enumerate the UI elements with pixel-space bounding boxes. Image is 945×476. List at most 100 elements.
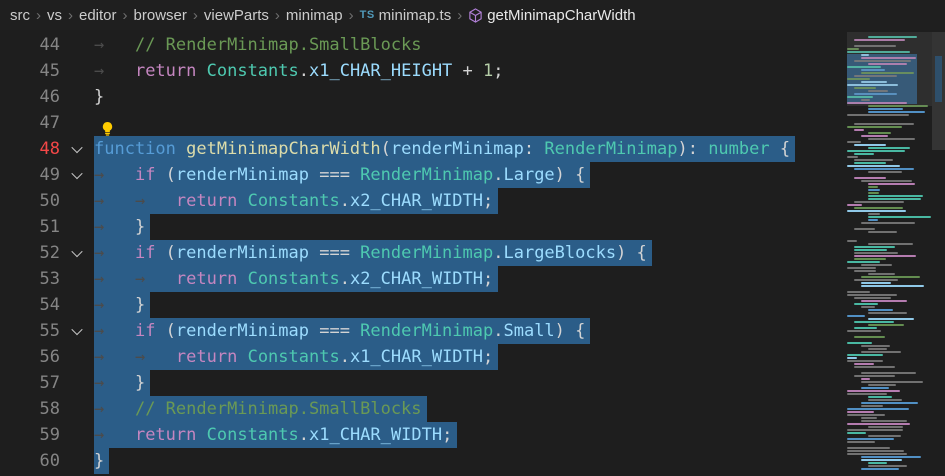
code-line-56[interactable]: 56 → → return Constants.x1_CHAR_WIDTH; xyxy=(0,344,847,370)
fold-chevron[interactable] xyxy=(60,162,94,188)
fold-spacer xyxy=(60,214,94,240)
code-text[interactable]: → if (renderMinimap === RenderMinimap.La… xyxy=(94,162,847,188)
code-line-55[interactable]: 55 → if (renderMinimap === RenderMinimap.… xyxy=(0,318,847,344)
code-token: . xyxy=(298,61,309,81)
code-text[interactable]: → } xyxy=(94,370,847,396)
code-token: . xyxy=(339,347,350,367)
minimap-line xyxy=(861,456,921,458)
code-text[interactable]: → → return Constants.x2_CHAR_WIDTH; xyxy=(94,266,847,292)
code-token: RenderMinimap xyxy=(360,321,494,341)
minimap-line xyxy=(861,276,920,278)
minimap-line xyxy=(847,438,895,440)
fold-chevron[interactable] xyxy=(60,240,94,266)
minimap-line xyxy=(847,150,905,152)
line-number[interactable]: 58 xyxy=(39,399,60,419)
code-line-46[interactable]: 46} xyxy=(0,84,847,110)
code-token: . xyxy=(339,191,350,211)
line-number[interactable]: 55 xyxy=(39,321,60,341)
minimap-line xyxy=(847,102,908,104)
code-text[interactable]: → → return Constants.x2_CHAR_WIDTH; xyxy=(94,188,847,214)
code-text[interactable]: → // RenderMinimap.SmallBlocks xyxy=(94,32,847,58)
code-line-57[interactable]: 57 → } xyxy=(0,370,847,396)
code-area[interactable]: 44 → // RenderMinimap.SmallBlocks 45 → retu… xyxy=(0,30,847,474)
code-token: } xyxy=(94,87,105,107)
code-line-48[interactable]: 48 function getMinimapCharWidth(renderMin… xyxy=(0,136,847,162)
code-line-51[interactable]: 51 → } xyxy=(0,214,847,240)
line-number[interactable]: 49 xyxy=(39,165,60,185)
fold-spacer xyxy=(60,396,94,422)
minimap-line xyxy=(854,39,905,41)
breadcrumb-item-src[interactable]: src xyxy=(10,7,30,24)
code-text[interactable]: → if (renderMinimap === RenderMinimap.La… xyxy=(94,240,847,266)
code-line-60[interactable]: 60} xyxy=(0,448,847,474)
code-line-53[interactable]: 53 → → return Constants.x2_CHAR_WIDTH; xyxy=(0,266,847,292)
code-text[interactable]: → if (renderMinimap === RenderMinimap.Sm… xyxy=(94,318,847,344)
fold-chevron[interactable] xyxy=(60,318,94,344)
breadcrumb-item-editor[interactable]: editor xyxy=(79,7,117,24)
code-text[interactable]: → } xyxy=(94,214,847,240)
code-text[interactable]: → return Constants.x1_CHAR_WIDTH; xyxy=(94,422,847,448)
code-line-44[interactable]: 44 → // RenderMinimap.SmallBlocks xyxy=(0,32,847,58)
scrollbar[interactable] xyxy=(932,30,945,476)
line-number[interactable]: 59 xyxy=(39,425,60,445)
line-number[interactable]: 56 xyxy=(39,347,60,367)
line-number[interactable]: 48 xyxy=(39,139,60,159)
fold-spacer xyxy=(60,448,94,474)
code-line-50[interactable]: 50 → → return Constants.x2_CHAR_WIDTH; xyxy=(0,188,847,214)
code-token: ; xyxy=(442,425,453,445)
line-number[interactable]: 46 xyxy=(39,87,60,107)
breadcrumb-item-minimap[interactable]: minimap xyxy=(286,7,343,24)
line-number[interactable]: 57 xyxy=(39,373,60,393)
code-line-59[interactable]: 59 → return Constants.x1_CHAR_WIDTH; xyxy=(0,422,847,448)
breadcrumb-item-viewparts[interactable]: viewParts xyxy=(204,7,269,24)
code-token: ) { xyxy=(554,165,586,185)
code-line-45[interactable]: 45 → return Constants.x1_CHAR_HEIGHT + 1; xyxy=(0,58,847,84)
code-line-49[interactable]: 49 → if (renderMinimap === RenderMinimap.… xyxy=(0,162,847,188)
breadcrumb-label: vs xyxy=(47,6,62,24)
minimap-line xyxy=(847,408,910,410)
code-token: === xyxy=(308,321,361,341)
line-number[interactable]: 44 xyxy=(39,35,60,55)
minimap[interactable] xyxy=(847,30,932,476)
code-text[interactable]: function getMinimapCharWidth(renderMinim… xyxy=(94,136,847,162)
code-line-58[interactable]: 58 → // RenderMinimap.SmallBlocks xyxy=(0,396,847,422)
line-number[interactable]: 53 xyxy=(39,269,60,289)
code-token: . xyxy=(493,243,504,263)
fold-chevron[interactable] xyxy=(60,136,94,162)
code-text[interactable]: } xyxy=(94,84,847,110)
line-number[interactable]: 60 xyxy=(39,451,60,471)
breadcrumb-item-browser[interactable]: browser xyxy=(134,7,187,24)
lightbulb-icon[interactable] xyxy=(100,118,115,144)
minimap-line xyxy=(861,180,913,182)
code-line-52[interactable]: 52 → if (renderMinimap === RenderMinimap.… xyxy=(0,240,847,266)
code-line-47[interactable]: 47 xyxy=(0,110,847,136)
code-text[interactable] xyxy=(94,110,847,136)
code-text[interactable]: } xyxy=(94,448,847,474)
minimap-line xyxy=(861,72,914,74)
code-text[interactable]: → return Constants.x1_CHAR_HEIGHT + 1; xyxy=(94,58,847,84)
code-text[interactable]: → → return Constants.x1_CHAR_WIDTH; xyxy=(94,344,847,370)
code-token: function xyxy=(94,139,176,159)
code-line-54[interactable]: 54 → } xyxy=(0,292,847,318)
minimap-line xyxy=(847,141,861,143)
line-number[interactable]: 47 xyxy=(39,113,60,133)
minimap-line xyxy=(847,84,899,86)
breadcrumb-item-getminimapcharwidth[interactable]: getMinimapCharWidth xyxy=(468,7,636,24)
minimap-line xyxy=(847,357,858,359)
line-number[interactable]: 45 xyxy=(39,61,60,81)
selected-text: } xyxy=(94,448,110,474)
minimap-line xyxy=(847,393,887,395)
minimap-slider[interactable] xyxy=(847,32,932,106)
line-number[interactable]: 50 xyxy=(39,191,60,211)
code-token: Small xyxy=(503,321,555,341)
code-token: Constants xyxy=(247,347,340,367)
line-number[interactable]: 54 xyxy=(39,295,60,315)
code-text[interactable]: → } xyxy=(94,292,847,318)
code-text[interactable]: → // RenderMinimap.SmallBlocks xyxy=(94,396,847,422)
editor[interactable]: 44 → // RenderMinimap.SmallBlocks 45 → retu… xyxy=(0,30,945,476)
line-number[interactable]: 51 xyxy=(39,217,60,237)
line-number[interactable]: 52 xyxy=(39,243,60,263)
minimap-line xyxy=(847,51,910,53)
breadcrumb-item-vs[interactable]: vs xyxy=(47,7,62,24)
